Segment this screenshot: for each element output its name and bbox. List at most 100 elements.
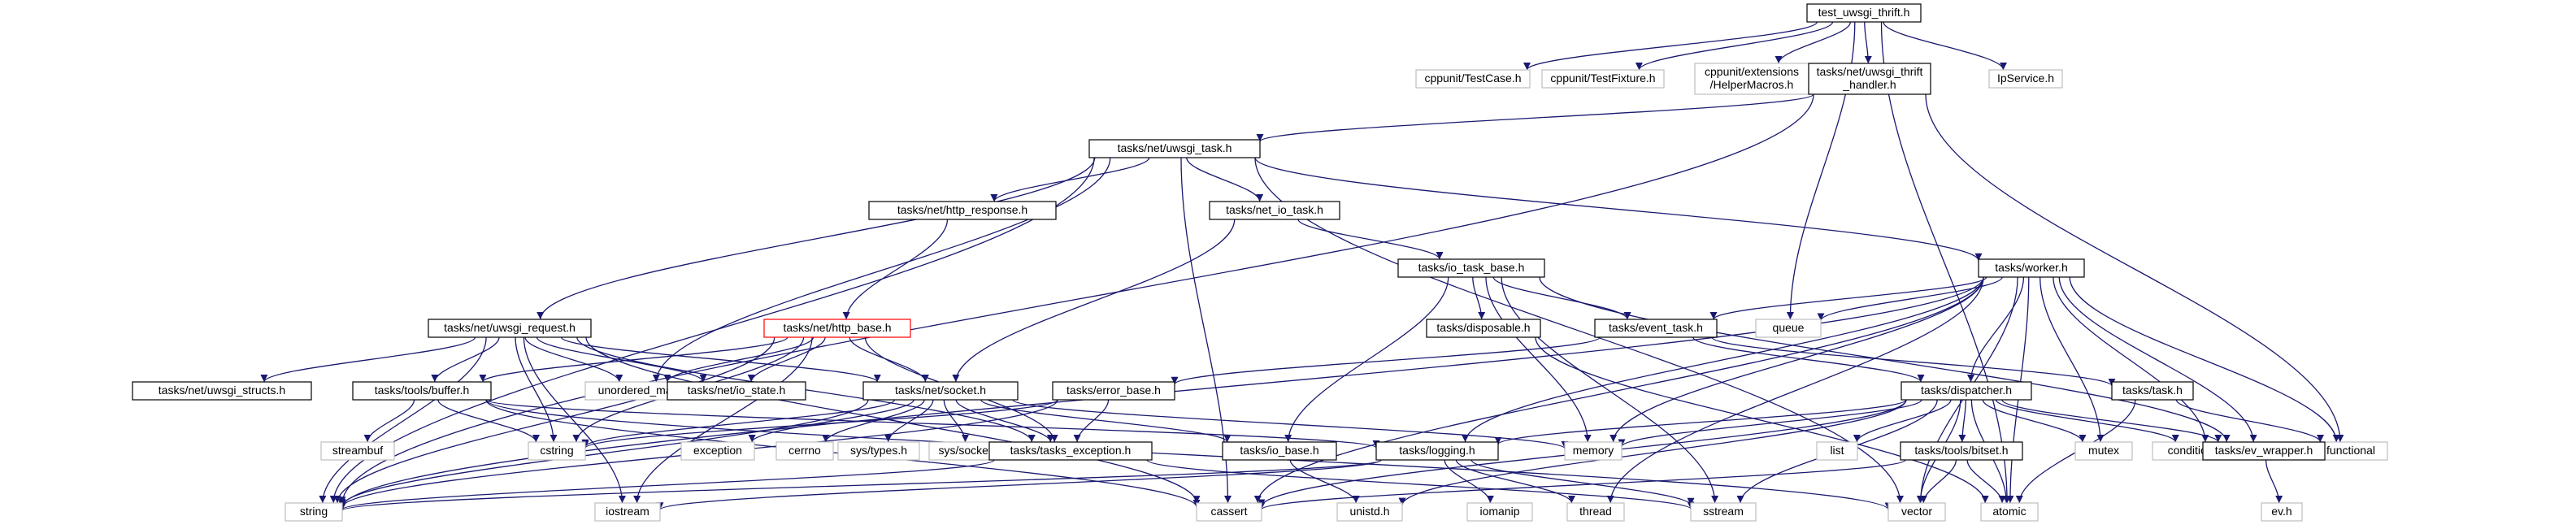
edge-dispatcher-to-ev-wrapper — [2001, 399, 2222, 443]
node-box — [1887, 502, 1946, 522]
node-http-base[interactable]: tasks/net/http_base.h — [763, 319, 911, 338]
edge-tasks-exception-to-sstream — [1146, 459, 1695, 509]
node-list[interactable]: list — [1816, 441, 1858, 461]
node-io-base[interactable]: tasks/io_base.h — [1222, 441, 1337, 461]
node-box — [1901, 381, 2032, 401]
node-atomic[interactable]: atomic — [1980, 502, 2039, 522]
node-uwsgi-request[interactable]: tasks/net/uwsgi_request.h — [428, 319, 592, 338]
node-label: cppunit/TestCase.h — [1424, 72, 1521, 85]
node-error-base[interactable]: tasks/error_base.h — [1052, 381, 1175, 401]
node-tasks-exception[interactable]: tasks/tasks_exception.h — [988, 441, 1153, 461]
edge-net-socket-to-sys-socket — [943, 399, 969, 443]
node-box — [1209, 201, 1340, 220]
node-box — [1808, 63, 1931, 95]
node-cppunit-helpermacros[interactable]: cppunit/extensions/HelperMacros.h — [1694, 63, 1809, 95]
edge-tools-bitset-to-atomic — [1966, 459, 2006, 504]
node-ev[interactable]: ev.h — [2261, 502, 2303, 522]
edge-uwsgi-thrift-handler-to-uwsgi-task — [1256, 93, 1814, 142]
node-exception[interactable]: exception — [680, 441, 755, 461]
node-label: sys/socket.h — [938, 444, 1001, 457]
node-label: cppunit/extensions — [1705, 65, 1799, 78]
node-cerrno[interactable]: cerrno — [775, 441, 834, 461]
node-functional[interactable]: functional — [2313, 441, 2388, 461]
node-memory[interactable]: memory — [1564, 441, 1622, 461]
node-label: tasks/tasks_exception.h — [1010, 444, 1132, 457]
edge-disposable-to-atomic — [1535, 336, 1989, 504]
node-queue[interactable]: queue — [1755, 319, 1822, 338]
node-thread[interactable]: thread — [1566, 502, 1625, 522]
node-label: vector — [1901, 505, 1932, 518]
node-uwsgi-task[interactable]: tasks/net/uwsgi_task.h — [1088, 139, 1261, 158]
node-iostream[interactable]: iostream — [594, 502, 661, 522]
node-label: iomanip — [1479, 505, 1519, 518]
node-tools-bitset[interactable]: tasks/tools/bitset.h — [1900, 441, 2023, 461]
node-worker[interactable]: tasks/worker.h — [1978, 258, 2085, 278]
node-label: tasks/disposable.h — [1436, 321, 1530, 334]
edge-net-socket-to-memory — [1012, 399, 1569, 449]
node-ev-wrapper[interactable]: tasks/ev_wrapper.h — [2202, 441, 2326, 461]
node-disposable[interactable]: tasks/disposable.h — [1426, 319, 1541, 338]
node-ipservice[interactable]: IpService.h — [1988, 69, 2063, 89]
node-uwsgi-thrift-handler[interactable]: tasks/net/uwsgi_thrift_handler.h — [1808, 63, 1931, 95]
node-cppunit-testfixture[interactable]: cppunit/TestFixture.h — [1541, 69, 1665, 89]
node-net-io-task[interactable]: tasks/net_io_task.h — [1209, 201, 1340, 220]
node-iomanip[interactable]: iomanip — [1466, 502, 1533, 522]
node-cassert[interactable]: cassert — [1196, 502, 1262, 522]
node-task[interactable]: tasks/task.h — [2111, 381, 2194, 401]
node-box — [862, 381, 1019, 401]
edge-tasks-exception-to-string — [338, 459, 995, 510]
node-uwsgi-structs[interactable]: tasks/net/uwsgi_structs.h — [132, 381, 312, 401]
node-label: memory — [1573, 444, 1614, 457]
node-label: ev.h — [2271, 505, 2291, 518]
edge-uwsgi-task-to-unordered-map — [652, 157, 1111, 383]
node-sstream[interactable]: sstream — [1690, 502, 1757, 522]
edge-net-io-task-to-net-socket — [952, 219, 1236, 383]
node-unistd[interactable]: unistd.h — [1336, 502, 1403, 522]
node-label: /HelperMacros.h — [1710, 78, 1794, 91]
node-box — [1541, 69, 1665, 89]
node-label: tasks/net/http_response.h — [897, 203, 1027, 216]
edge-net-socket-to-io-base — [980, 399, 1232, 443]
node-label: iostream — [606, 505, 649, 518]
edge-worker-to-memory — [1609, 276, 1984, 443]
node-box — [1978, 258, 2085, 278]
node-string[interactable]: string — [285, 502, 343, 522]
edge-uwsgi-request-to-cstring — [515, 336, 558, 443]
node-http-response[interactable]: tasks/net/http_response.h — [868, 201, 1057, 220]
node-cppunit-testcase[interactable]: cppunit/TestCase.h — [1415, 69, 1531, 89]
node-unordered-map[interactable]: unordered_map — [584, 381, 692, 401]
edge-uwsgi-request-to-net-socket — [560, 336, 881, 383]
node-tools-buffer[interactable]: tasks/tools/buffer.h — [352, 381, 492, 401]
node-label: thread — [1579, 505, 1612, 518]
edge-net-socket-to-tasks-exception — [955, 399, 1054, 443]
node-cstring[interactable]: cstring — [528, 441, 586, 461]
edge-worker-to-queue — [1817, 276, 2003, 321]
node-sys-types[interactable]: sys/types.h — [837, 441, 920, 461]
node-box — [2261, 502, 2303, 522]
node-box — [428, 319, 592, 338]
node-label: tasks/tools/bitset.h — [1914, 444, 2008, 457]
node-io-task-base[interactable]: tasks/io_task_base.h — [1397, 258, 1545, 278]
node-vector[interactable]: vector — [1887, 502, 1946, 522]
edge-event-task-to-task — [1711, 336, 2116, 387]
edge-http-base-to-iostream — [633, 336, 813, 504]
node-box — [594, 502, 661, 522]
node-logging[interactable]: tasks/logging.h — [1375, 441, 1499, 461]
node-label: tasks/ev_wrapper.h — [2215, 444, 2313, 457]
node-streambuf[interactable]: streambuf — [320, 441, 395, 461]
node-label: mutex — [2088, 444, 2119, 457]
node-event-task[interactable]: tasks/event_task.h — [1594, 319, 1718, 338]
edge-dispatcher-to-unistd — [1398, 399, 1907, 505]
node-root[interactable]: test_uwsgi_thrift.h — [1806, 3, 1922, 23]
node-net-socket[interactable]: tasks/net/socket.h — [862, 381, 1019, 401]
node-box — [1980, 502, 2039, 522]
node-dispatcher[interactable]: tasks/dispatcher.h — [1901, 381, 2032, 401]
node-mutex[interactable]: mutex — [2074, 441, 2133, 461]
node-label: tasks/event_task.h — [1609, 321, 1703, 334]
node-label: tasks/net/uwsgi_thrift — [1817, 65, 1923, 78]
edge-http-base-to-tools-buffer — [479, 336, 788, 383]
edge-error-base-to-tasks-exception — [1073, 399, 1110, 443]
edge-uwsgi-request-to-string — [319, 336, 487, 504]
node-io-state[interactable]: tasks/net/io_state.h — [667, 381, 806, 401]
